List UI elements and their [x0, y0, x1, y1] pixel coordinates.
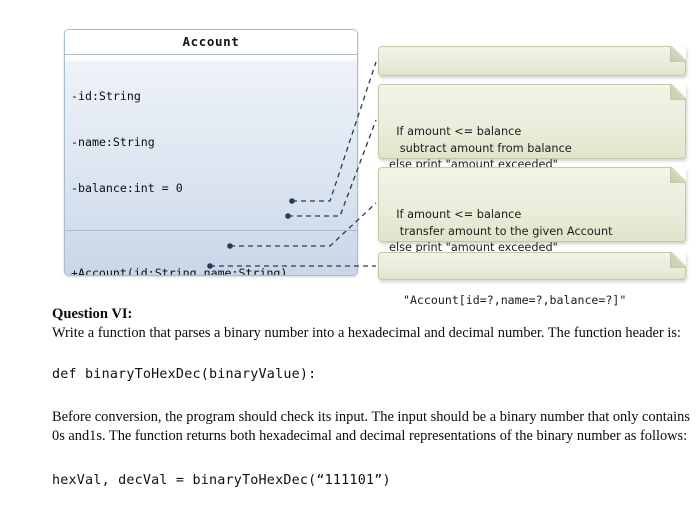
folded-corner-icon — [670, 252, 686, 268]
uml-class-box: Account -id:String -name:String -balance… — [64, 29, 358, 276]
callout-debit: If amount <= balance subtract amount fro… — [378, 84, 686, 188]
uml-attributes-section: -id:String -name:String -balance:int = 0 — [65, 55, 357, 232]
question-paragraph-2: Before conversion, the program should ch… — [52, 409, 690, 445]
uml-methods-section: +Account(id:String,name:String) +Account… — [65, 231, 357, 276]
callout-transfer-text: If amount <= balance transfer amount to … — [389, 208, 613, 271]
uml-method-constructor-1: +Account(id:String,name:String) — [71, 265, 288, 276]
code-function-call: hexVal, decVal = binaryToHexDec(“111101”… — [52, 472, 391, 488]
question-paragraph-1: Write a function that parses a binary nu… — [52, 325, 681, 341]
uml-class-name: Account — [65, 30, 357, 55]
folded-corner-icon — [670, 46, 686, 62]
uml-attribute: -id:String — [71, 89, 141, 104]
folded-corner-icon — [670, 167, 686, 183]
question-heading: Question VI: — [52, 306, 133, 322]
callout-credit: Add amount to balance, return balance — [378, 46, 686, 100]
question-body: Question VI: Write a function that parse… — [52, 305, 692, 490]
callout-tostring: "Account[id=?,name=?,balance=?]" — [378, 252, 686, 307]
code-function-header: def binaryToHexDec(binaryValue): — [52, 367, 317, 383]
callout-transfer: If amount <= balance transfer amount to … — [378, 167, 686, 271]
folded-corner-icon — [670, 84, 686, 100]
uml-attribute: -name:String — [71, 135, 155, 149]
callout-tostring-text: "Account[id=?,name=?,balance=?]" — [402, 293, 627, 307]
uml-attribute: -balance:int = 0 — [71, 180, 183, 195]
